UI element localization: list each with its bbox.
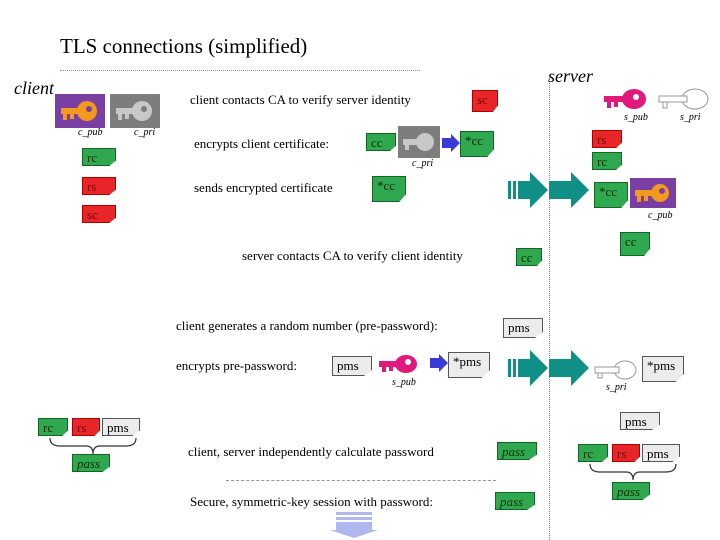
encrypted-cc-token: *cc (460, 131, 494, 157)
step-encrypt-cert: encrypts client certificate: (194, 136, 329, 151)
brace-icon (49, 437, 137, 455)
cc-token: cc (366, 133, 396, 151)
s-pub-label: s_pub (392, 377, 416, 388)
encrypted-cc-token: *cc (372, 176, 406, 202)
c-pri-label: c_pri (412, 158, 434, 169)
s-pub-label: s_pub (624, 112, 648, 123)
step-verify-client: server contacts CA to verify client iden… (242, 248, 463, 263)
sc-token: sc (472, 90, 498, 112)
server-cc-token: cc (620, 232, 650, 256)
key-icon (116, 101, 152, 121)
arrow-right-icon (549, 350, 589, 386)
arrow-right-icon (549, 172, 589, 208)
server-pms-token: pms (620, 412, 660, 430)
step-calculate-password: client, server independently calculate p… (188, 444, 434, 459)
client-public-key-card (630, 178, 676, 208)
client-rs-token: rs (82, 177, 116, 195)
server-label: server (548, 66, 593, 86)
arrow-right-icon (508, 350, 548, 386)
key-icon (403, 133, 434, 151)
client-rc-token: rc (38, 418, 68, 436)
encrypted-pms-token: *pms (448, 352, 490, 378)
cc-token: cc (516, 248, 542, 266)
key-icon (604, 89, 646, 109)
key-icon (635, 184, 669, 202)
client-rs-token: rs (72, 418, 100, 436)
brace-icon (589, 463, 677, 481)
c-pub-label: c_pub (648, 210, 673, 221)
session-divider (226, 480, 496, 481)
client-pass-token: pass (72, 454, 110, 472)
server-private-key-card (592, 358, 640, 382)
key-icon (658, 88, 709, 110)
pass-token: pass (497, 442, 537, 460)
server-rs-token: rs (592, 130, 622, 148)
server-private-key-card (655, 86, 713, 112)
server-rc-token: rc (592, 152, 622, 170)
key-icon (61, 101, 97, 121)
server-public-key-card (600, 86, 650, 112)
server-pass-token: pass (612, 482, 650, 500)
server-rs-token: rs (612, 444, 640, 462)
pms-token: pms (332, 356, 372, 376)
pass-token: pass (495, 492, 535, 510)
c-pub-label: c_pub (78, 127, 103, 138)
client-sc-token: sc (82, 205, 116, 223)
server-encrypted-cc-token: *cc (594, 182, 628, 208)
page-title: TLS connections (simplified) (60, 34, 308, 58)
arrow-down-icon (330, 512, 378, 538)
server-divider (549, 78, 550, 540)
server-rc-token: rc (578, 444, 608, 462)
title-divider (60, 70, 420, 71)
client-label: client (14, 78, 54, 98)
client-rc-token: rc (82, 148, 116, 166)
client-private-key-card (110, 94, 160, 128)
server-public-key-card (376, 352, 420, 376)
arrow-right-icon (442, 134, 460, 152)
s-pri-label: s_pri (680, 112, 701, 123)
arrow-right-icon (508, 172, 548, 208)
s-pri-label: s_pri (606, 382, 627, 393)
step-verify-server: client contacts CA to verify server iden… (190, 92, 411, 107)
pms-token: pms (503, 318, 543, 338)
step-generate-pms: client generates a random number (pre-pa… (176, 318, 438, 333)
server-pms-token: pms (642, 444, 680, 462)
step-send-cert: sends encrypted certificate (194, 180, 333, 195)
c-pri-label: c_pri (134, 127, 156, 138)
client-private-key-card (398, 126, 440, 158)
server-encrypted-pms-token: *pms (642, 356, 684, 382)
arrow-right-icon (430, 354, 448, 372)
client-public-key-card (55, 94, 105, 128)
step-secure-session: Secure, symmetric-key session with passw… (190, 494, 433, 509)
client-pms-token: pms (102, 418, 140, 436)
step-encrypt-pms: encrypts pre-password: (176, 358, 297, 373)
key-icon (594, 360, 637, 380)
key-icon (379, 355, 417, 373)
